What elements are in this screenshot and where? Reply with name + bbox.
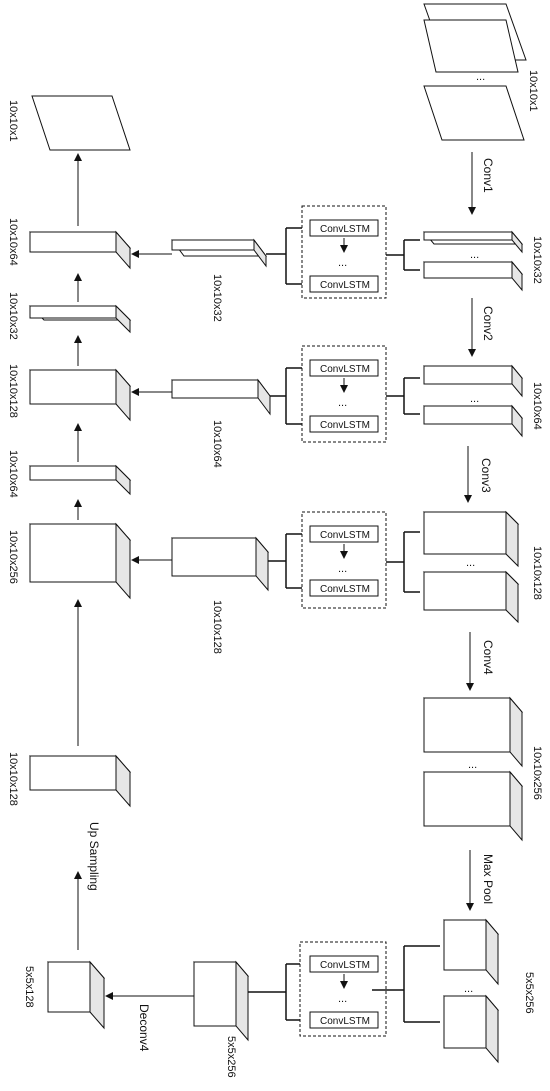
conv2-size-label: 10x10x64	[531, 382, 543, 430]
conv2-feature-maps	[422, 364, 524, 438]
d5-size-label: 10x10x64	[7, 218, 19, 266]
convlstm-block-4: ConvLSTM ... ConvLSTM	[285, 941, 440, 1037]
lstm2-out-label: 10x10x64	[211, 420, 223, 468]
convlstm-cell-2b: ConvLSTM	[320, 420, 370, 431]
deconv4-size-label: 5x5x128	[23, 966, 35, 1008]
output-frame	[31, 95, 131, 151]
output-size-label: 10x10x1	[7, 100, 19, 142]
conv4-feature-maps	[422, 696, 524, 842]
conv4-dots: ...	[468, 759, 477, 771]
lstm3-output	[170, 536, 286, 592]
lstm4-dots: ...	[338, 993, 347, 1005]
lstm2-output	[171, 378, 286, 416]
lstm3-out-label: 10x10x128	[211, 600, 223, 654]
pool-feature-maps	[442, 918, 500, 1064]
lstm2-dots: ...	[338, 397, 347, 409]
conv1-op-label: Conv1	[481, 158, 495, 193]
lstm3-dots: ...	[338, 563, 347, 575]
conv3-op-label: Conv3	[479, 458, 493, 493]
input-frames	[423, 3, 527, 141]
input-dots: ...	[476, 71, 485, 83]
conv3-size-label: 10x10x128	[531, 546, 543, 600]
conv3-dots: ...	[466, 557, 475, 569]
d3-size-label: 10x10x128	[7, 364, 19, 418]
convlstm-cell-4b: ConvLSTM	[320, 1016, 370, 1027]
decoder-block-d5	[28, 230, 172, 270]
convlstm-cell-4a: ConvLSTM	[320, 960, 370, 971]
d4-size-label: 10x10x32	[7, 292, 19, 340]
conv2-op-label: Conv2	[481, 306, 495, 341]
lstm4-output	[192, 960, 286, 1042]
decoder-block-d3	[28, 368, 172, 422]
lstm1-output	[171, 238, 286, 268]
convlstm-cell-2a: ConvLSTM	[320, 364, 370, 375]
convlstm-block-1: ConvLSTM ... ConvLSTM	[285, 205, 420, 299]
maxpool-op-label: Max Pool	[481, 854, 495, 904]
lstm1-dots: ...	[338, 257, 347, 269]
upsampled-block	[28, 754, 132, 808]
conv1-size-label: 10x10x32	[531, 236, 543, 284]
convlstm-cell-3b: ConvLSTM	[320, 584, 370, 595]
conv1-dots: ...	[470, 249, 479, 261]
conv4-size-label: 10x10x256	[531, 746, 543, 800]
decoder-block-d1	[28, 522, 172, 600]
convlstm-block-3: ConvLSTM ... ConvLSTM	[285, 511, 420, 609]
conv3-feature-maps	[422, 510, 520, 624]
decoder-block-d2	[28, 464, 132, 496]
convlstm-cell-1a: ConvLSTM	[320, 224, 370, 235]
convlstm-block-2: ConvLSTM ... ConvLSTM	[285, 345, 420, 443]
deconv4-block	[46, 960, 106, 1030]
pool-size-label: 5x5x256	[523, 972, 535, 1014]
d1-size-label: 10x10x256	[7, 530, 19, 584]
d2-size-label: 10x10x64	[7, 450, 19, 498]
upsampling-op-label: Up Sampling	[87, 822, 101, 891]
deconv4-op-label: Deconv4	[137, 1004, 151, 1052]
conv2-dots: ...	[470, 393, 479, 405]
convlstm-cell-3a: ConvLSTM	[320, 530, 370, 541]
lstm1-out-label: 10x10x32	[211, 274, 223, 322]
convlstm-cell-1b: ConvLSTM	[320, 280, 370, 291]
up-size-label: 10x10x128	[7, 752, 19, 806]
lstm4-out-label: 5x5x256	[225, 1036, 237, 1078]
conv4-op-label: Conv4	[481, 640, 495, 675]
pool-dots: ...	[464, 983, 473, 995]
decoder-block-d4	[28, 304, 132, 334]
input-label: 10x10x1	[527, 70, 539, 112]
conv1-feature-maps	[422, 230, 524, 292]
